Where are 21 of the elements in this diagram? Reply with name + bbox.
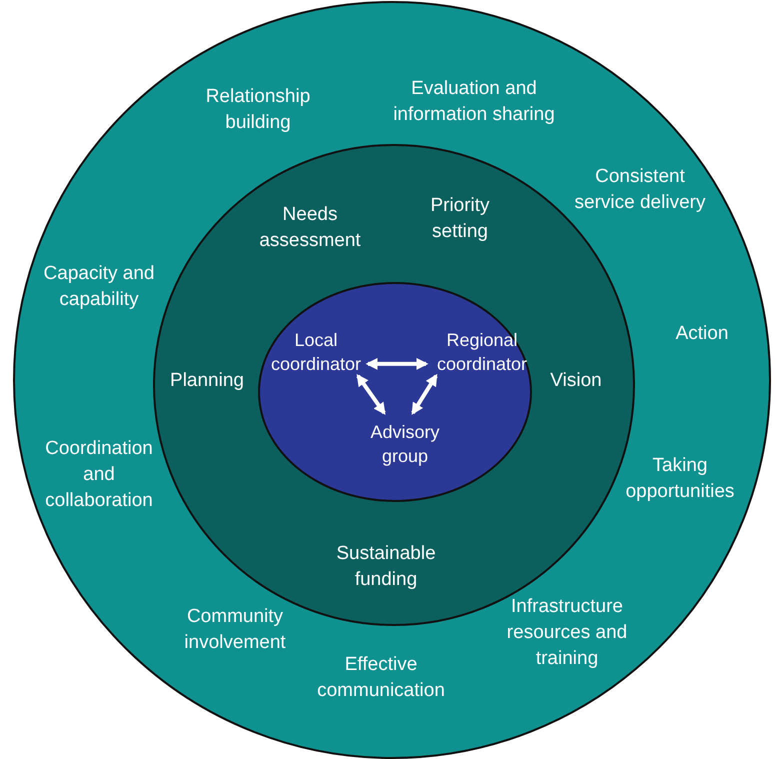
ring-label: Evaluation and information sharing [392,77,556,127]
ring-label: Needs assessment [258,203,362,253]
ring-label: Priority setting [429,194,491,244]
ring-label: Taking opportunities [624,454,736,504]
ring-label: Infrastructure resources and training [506,595,628,671]
ring-label: Planning [169,369,245,393]
double-arrow [356,374,386,415]
ring-label: Vision [549,369,603,393]
ring-label: Capacity and capability [42,262,156,312]
ring-label: Effective communication [316,653,446,703]
role-label: Local coordinator [266,328,366,376]
double-arrow [366,358,428,370]
ring-label: Community involvement [183,605,287,655]
ring-label: Sustainable funding [335,542,437,592]
ring-label: Action [674,322,730,346]
role-label: Regional coordinator [432,328,532,376]
ring-label: Coordination and collaboration [44,437,154,513]
role-label: Advisory group [360,416,450,471]
double-arrow [411,374,438,415]
ring-label: Consistent service delivery [574,165,706,215]
ring-label: Relationship building [204,85,312,135]
